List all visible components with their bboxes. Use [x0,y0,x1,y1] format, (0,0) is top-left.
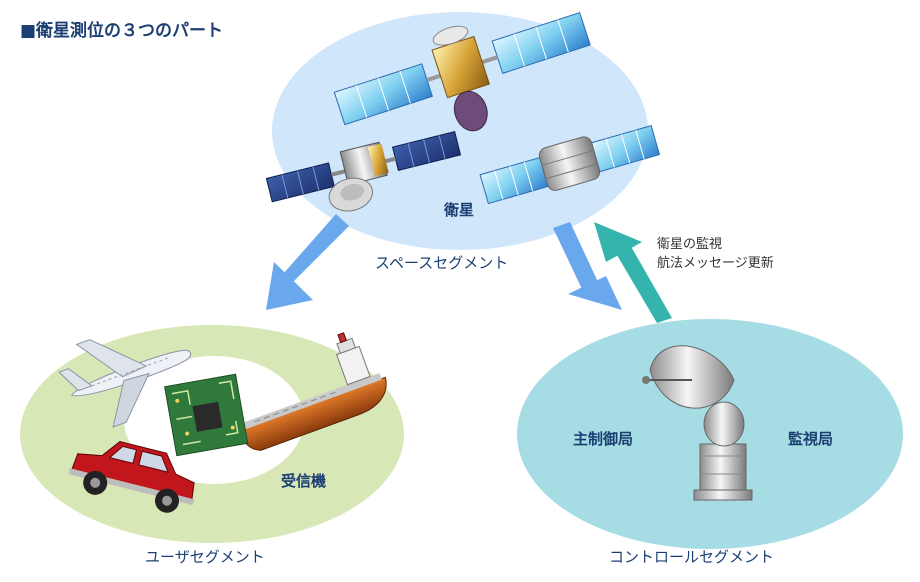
downlink-arrow-to-control [553,222,622,310]
airplane-icon [58,339,192,428]
dish-antenna-icon [642,345,753,501]
circuit-board-icon [164,373,249,457]
control-right-label: 監視局 [788,430,834,448]
ship-icon [238,332,387,451]
satellite-icon [333,11,591,132]
uplink-arrow-from-control [594,222,672,323]
user-segment-label: ユーザセグメント [145,548,265,566]
satellite-icon [479,125,661,205]
satellite-icon [265,130,462,212]
user-center-label: 受信機 [281,472,327,490]
uplink-note-line1: 衛星の監視 [657,237,723,252]
downlink-arrow-to-user [266,214,349,310]
control-left-label: 主制御局 [573,430,634,448]
space-center-label: 衛星 [444,201,475,219]
title-text: ■衛星測位の３つのパート [20,21,224,41]
control-segment-label: コントロールセグメント [609,548,775,566]
uplink-note-line2: 航法メッセージ更新 [657,256,774,271]
car-icon [68,441,195,513]
space-segment-label: スペースセグメント [375,254,509,272]
page-title: ■衛星測位の３つのパート [20,16,223,41]
uplink-note: 衛星の監視 航法メッセージ更新 [657,235,774,273]
